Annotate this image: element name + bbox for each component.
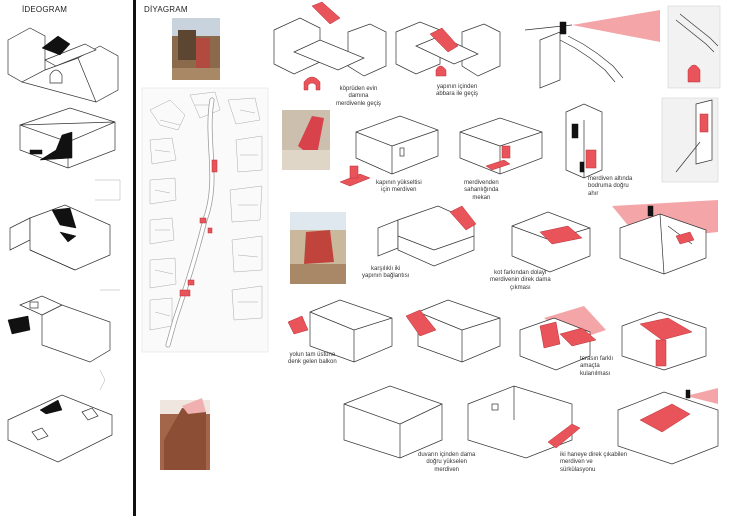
ideogram-courtyard-stairs: [7, 394, 113, 463]
caption-line: doğru yükselen: [426, 459, 468, 466]
caption-line: merdivenden: [464, 180, 499, 186]
caption-line: çıkması: [510, 284, 531, 291]
caption-street-balcony: yolun tam üstüne denk gelen balkon: [288, 352, 337, 367]
diagram-roof-access: [612, 200, 718, 275]
diagram-circulation: [617, 388, 719, 465]
caption-line: merdiven ve: [560, 459, 593, 466]
stairs-photo: [282, 110, 330, 170]
caption-line: mekan: [472, 194, 491, 201]
caption-line: terasın farklı: [580, 356, 614, 362]
caption-line: damına: [348, 93, 369, 100]
diagram-stair-sketch-2: [661, 97, 719, 183]
diagram-heading: DİYAGRAM: [144, 5, 188, 14]
diagram-level-difference: [511, 211, 591, 273]
caption-line: yapının bağlantısı: [362, 273, 410, 280]
caption-line: amaçta: [580, 363, 600, 370]
diagram-basement-stable: [565, 103, 603, 179]
caption-line: yolun tam üstüne: [289, 352, 336, 358]
caption-line: sahanlığında: [464, 187, 499, 194]
caption-line: karşılıklı iki: [371, 266, 401, 272]
caption-line: köprüden evin: [339, 86, 378, 92]
caption-facing-buildings: karşılıklı iki yapının bağlantısı: [362, 266, 409, 281]
caption-line: ahır: [588, 190, 599, 197]
diagram-facing-buildings: [377, 205, 477, 267]
caption-line: kapının yükseltisi: [376, 180, 422, 186]
caption-line: yapının içinden: [436, 84, 478, 90]
caption-line: kot farkından dolayı: [494, 270, 547, 276]
diagram-terrace-use-2: [621, 311, 707, 371]
site-map: [141, 87, 269, 353]
diagram-balcony-2: [405, 299, 501, 363]
diagram-passage: [395, 21, 501, 77]
caption-wall-stair: duvarın içinden dama doğru yükselen merd…: [418, 452, 475, 474]
caption-line: için merdiven: [381, 187, 417, 194]
diagram-two-houses-stair: [467, 385, 581, 459]
diagram-wall-stair: [343, 385, 443, 459]
ideogram-door-steps: [19, 107, 116, 169]
ideogram-landing-space: [9, 204, 111, 271]
caption-line: kulanılması: [580, 370, 611, 377]
caption-line: merdivenle geçiş: [336, 100, 382, 107]
caption-circulation: iki haneye direk çıkabilen merdiven ve s…: [560, 452, 627, 474]
caption-basement-stable: merdiven altında bodruma doğru ahır: [588, 176, 632, 198]
caption-passage: yapının içinden abbara ile geçiş: [436, 84, 478, 99]
caption-line: sürkülasyonu: [560, 466, 596, 473]
caption-terrace-use: terasın farklı amaçta kulanılması: [580, 356, 613, 378]
diagram-terrace-use-1: [519, 306, 606, 371]
caption-line: denk gelen balkon: [288, 359, 337, 366]
caption-line: duvarın içinden dama: [418, 452, 476, 458]
ideogram-balcony: [7, 295, 111, 363]
caption-landing-space: merdivenden sahanlığında mekan: [464, 180, 499, 202]
diagram-landing: [459, 117, 543, 175]
diagram-roof-stairs: [524, 10, 660, 89]
connection-photo: [290, 212, 346, 284]
wall-photo: [160, 398, 210, 470]
caption-line: abbara ile geçiş: [436, 91, 479, 98]
diagram-door-steps: [339, 115, 439, 187]
diagram-stair-photo-sketch: [667, 5, 721, 89]
ideogram-heading: İDEOGRAM: [22, 5, 68, 14]
caption-bridge-to-roof: köprüden evin damına merdivenle geçiş: [336, 86, 381, 108]
caption-line: iki haneye direk çıkabilen: [560, 452, 628, 458]
ideogram-bridge-house: [7, 27, 119, 103]
column-divider: [133, 0, 136, 516]
caption-line: merdiven: [434, 466, 460, 473]
caption-line: bodruma doğru: [588, 183, 629, 190]
caption-door-stairs: kapının yükseltisi için merdiven: [376, 180, 422, 195]
caption-level-difference: kot farkından dolayı merdivenin direk da…: [490, 270, 551, 292]
street-photo-1: [172, 18, 220, 80]
diagram-street-balcony: [287, 299, 393, 363]
caption-line: merdivenin direk dama: [490, 277, 551, 284]
diagram-bridge-house: [273, 1, 387, 91]
caption-line: merdiven altında: [588, 176, 633, 182]
